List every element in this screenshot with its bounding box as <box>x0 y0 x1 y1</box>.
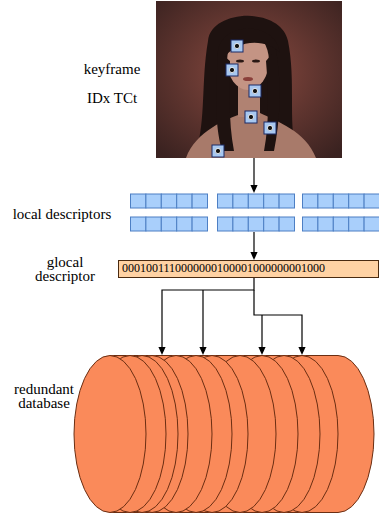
descriptor-cells <box>130 193 379 232</box>
arrow-line <box>253 232 254 253</box>
image-id-label: IDx TCt <box>62 91 162 105</box>
arrow-head <box>258 347 265 355</box>
database-cylinder-shape <box>68 355 378 513</box>
keypoint-square <box>231 40 243 52</box>
descriptor-cell <box>218 194 233 208</box>
disk-face <box>74 356 146 513</box>
flow-arrow <box>250 232 257 260</box>
glocal-descriptor-bar: glocal descriptor00010011100000001000010… <box>118 260 379 278</box>
descriptor-cell <box>218 217 233 231</box>
arrow-head <box>298 347 305 355</box>
descriptor-cell <box>279 194 294 208</box>
descriptor-cell <box>364 194 379 208</box>
arrow-head <box>250 185 257 193</box>
binary-code: 0001001110000000100001000000001000 <box>122 263 378 274</box>
stage-label: local descriptors <box>12 207 112 221</box>
keypoint-dot <box>252 88 257 93</box>
descriptor-cell <box>161 217 176 231</box>
arrow-head <box>199 347 206 355</box>
keypoint-dot <box>248 114 253 119</box>
keypoint-square <box>264 122 276 134</box>
flow-arrow <box>250 158 257 193</box>
local-descriptor-grid: local descriptors <box>130 193 379 232</box>
photo-background <box>156 1 342 158</box>
descriptor-cell <box>248 217 263 231</box>
descriptor-cell <box>333 217 348 231</box>
arrow-head <box>250 252 257 260</box>
descriptor-cell <box>146 217 161 231</box>
descriptor-cell <box>264 194 279 208</box>
descriptor-cell <box>303 217 318 231</box>
keypoint-square <box>249 85 261 97</box>
descriptor-cell <box>192 194 207 208</box>
descriptor-cell <box>131 194 146 208</box>
descriptor-cell <box>349 217 364 231</box>
descriptor-cell <box>146 194 161 208</box>
descriptor-cell <box>349 194 364 208</box>
arrow-line <box>254 290 302 348</box>
descriptor-cell <box>318 194 333 208</box>
lips-shape <box>243 77 253 81</box>
descriptor-cell <box>161 194 176 208</box>
flow-arrow <box>158 278 305 355</box>
keypoint-dot <box>215 148 220 153</box>
keypoint-dot <box>229 67 234 72</box>
descriptor-cell <box>318 217 333 231</box>
arrow-line <box>261 315 262 348</box>
shoulders-shape <box>186 113 316 158</box>
keyframe-image: keyframeIDx TCt <box>156 1 342 158</box>
keypoint-square <box>245 111 257 123</box>
keypoint-dot <box>234 43 239 48</box>
eye-shape <box>236 59 244 62</box>
descriptor-cell <box>233 217 248 231</box>
descriptor-cell <box>333 194 348 208</box>
descriptor-cell <box>177 194 192 208</box>
database-cylinder: redundant database <box>68 355 378 513</box>
descriptor-cell <box>279 217 294 231</box>
keypoint-square <box>212 145 224 157</box>
hair-side <box>264 49 280 151</box>
descriptor-cell <box>233 194 248 208</box>
descriptor-cell <box>192 217 207 231</box>
arrow-head <box>158 347 165 355</box>
descriptor-cell <box>264 217 279 231</box>
arrow-line <box>162 278 254 348</box>
arrow-line <box>202 290 203 348</box>
descriptor-cell <box>364 217 379 231</box>
stage-label: redundant database <box>8 382 80 411</box>
keypoint-square <box>226 64 238 76</box>
descriptor-cell <box>303 194 318 208</box>
stage-label: glocal descriptor <box>15 255 115 284</box>
photo-illustration <box>156 1 342 158</box>
keypoint-dot <box>267 125 272 130</box>
descriptor-cell <box>131 217 146 231</box>
descriptor-cell <box>248 194 263 208</box>
image-label: keyframe <box>62 62 162 76</box>
descriptor-cell <box>177 217 192 231</box>
arrow-line <box>253 158 254 186</box>
eye-shape <box>252 59 260 62</box>
